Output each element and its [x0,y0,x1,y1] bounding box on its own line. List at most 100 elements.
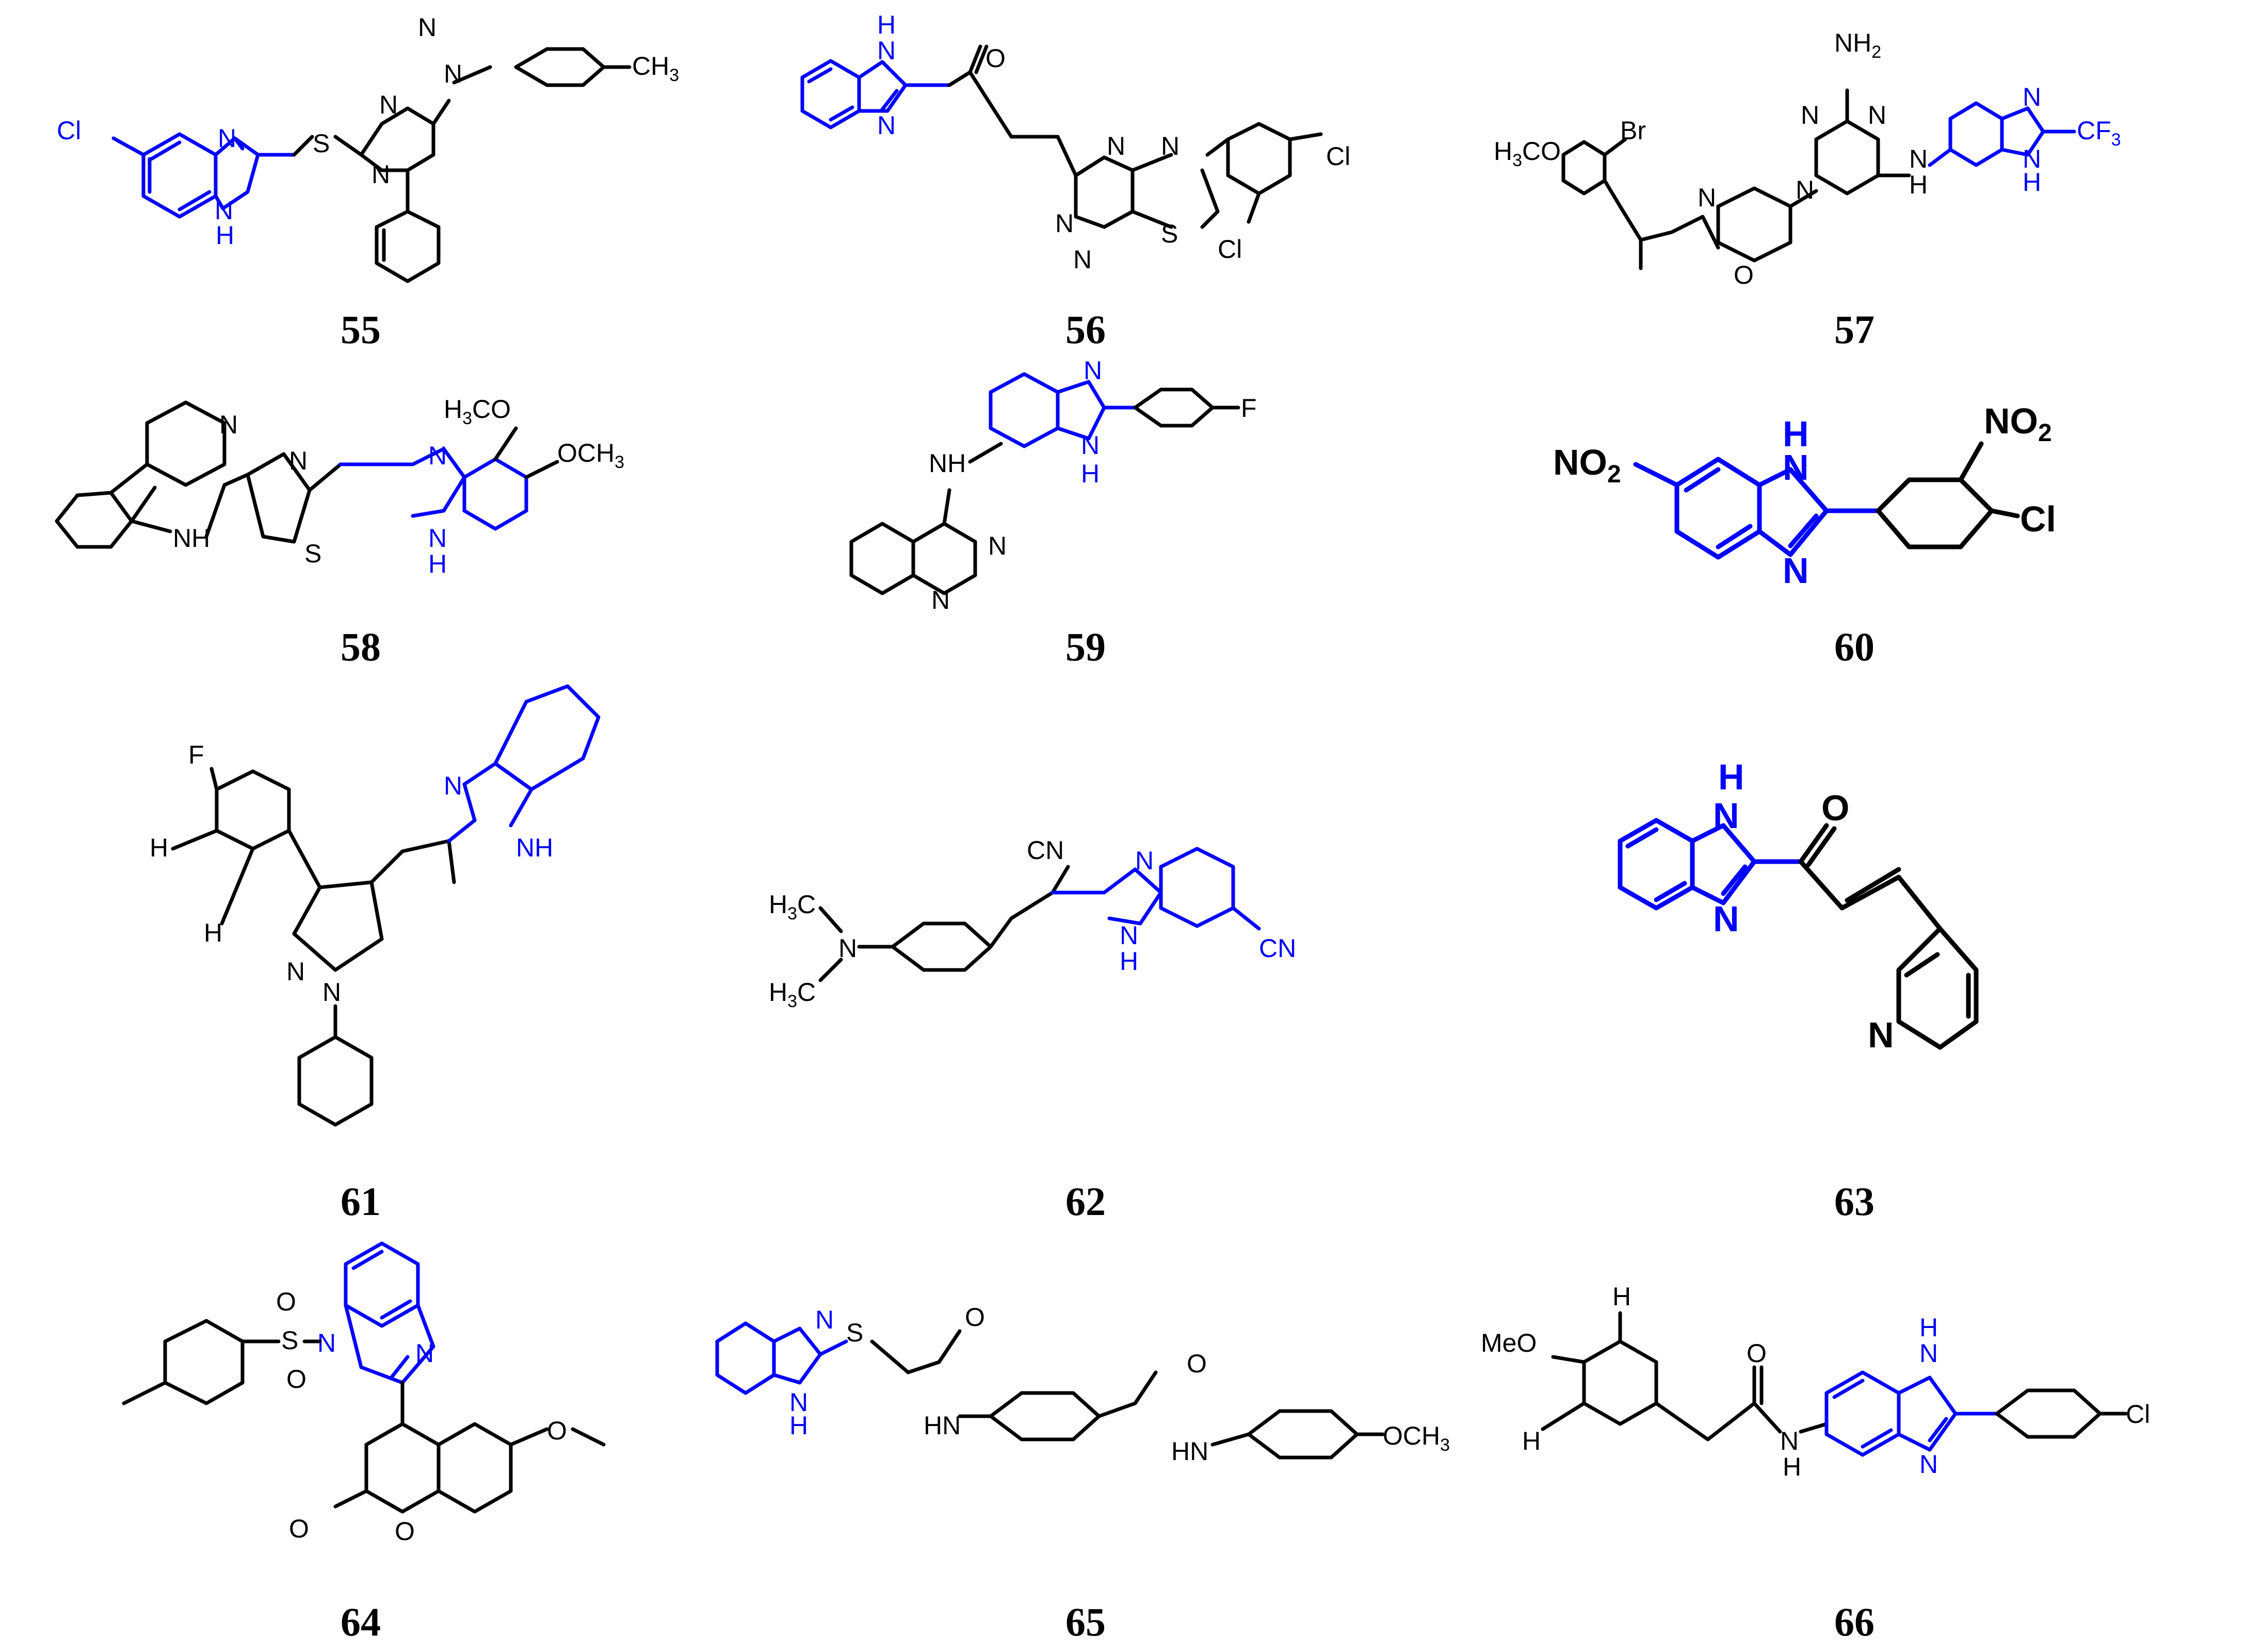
compound-id-55: 55 [341,307,381,352]
benzimidazole-scaffold-63 [1618,818,1803,911]
benzimidazole-nh-n-label: N [1081,431,1100,460]
benzimidazole-h-label: H [1919,1313,1938,1342]
compound-id-63: 63 [1834,1179,1875,1224]
lactone-ring-o-label: O [395,1517,415,1546]
ring-n-label: N [218,124,236,153]
compound-id-60: 60 [1834,624,1875,669]
benzimidazole-n1-label: N [815,1305,834,1334]
pyrazole-n1-label: N [286,957,305,986]
compound-id-59: 59 [1065,624,1106,669]
compound-66: MeO H H O N H H N N Cl 66 [1481,1282,2150,1644]
nitro-left-label: NO2 [1553,442,1621,488]
benzimidazole-n-label: N [1084,356,1102,385]
amine-nh2-label: NH2 [1834,28,1881,62]
thiazole-n-label: N [289,446,308,475]
benzimidazole-scaffold-61 [447,684,601,843]
nh-h-label: H [1783,414,1809,454]
sulfonyl-s-label: S [281,1326,298,1355]
nh-n-label: N [877,36,896,65]
triazole-n1-label: N [1107,132,1125,160]
benzimidazole-n-label: N [428,441,447,470]
hydrazine-n-label: N [418,13,437,42]
compound-64: N N S O O O O O 64 [122,1241,606,1644]
benzimidazole-scaffold-65 [715,1321,848,1395]
benzimidazole-n-label: N [1135,846,1154,875]
amide-n-label: N [1780,1427,1799,1455]
amide-hn2-label: HN [1171,1437,1208,1466]
amine-nh-label: NH [929,449,966,478]
h2-label: H [1522,1427,1541,1455]
benzimidazole-nh-n-label: N [1919,1339,1938,1368]
benzimidazole-nh-n-label: N [1120,921,1138,950]
compound-id-62: 62 [1065,1179,1106,1224]
nh-h-label: H [877,10,896,39]
quinazoline-n1-label: N [988,531,1007,560]
chloro-label: Cl [57,116,81,145]
compound-58: N NH N S H3CO OCH3 N N H 58 [55,395,624,669]
nitrile-2-label: CN [1259,934,1296,963]
thioether-s-label: S [846,1318,863,1347]
benzimidazole-nh-label: NH [516,833,553,862]
chloro-2-label: Cl [1218,235,1242,264]
thiadiazole-n2-label: N [1073,245,1092,274]
compound-id-66: 66 [1834,1599,1875,1644]
compound-59: NH N N N N H F 59 [849,356,1257,669]
benzimidazole-nh-h-label: H [428,549,447,578]
sulfur-label: S [1161,219,1178,248]
benzimidazole-nh-n-label: N [2023,144,2041,173]
methoxy-o-label: O [547,1416,567,1445]
pyridine-n-label: N [1868,1015,1894,1055]
amine-n-label: N [1909,144,1928,173]
ketone-o-label: O [1821,788,1849,828]
ketone-o-label: O [985,44,1006,73]
sulfonyl-o2-label: O [286,1365,306,1394]
pyrimidine-n2-label: N [371,160,390,189]
amide-o1-label: O [965,1303,985,1332]
imine-n-label: N [1713,899,1739,939]
imine-n-label: N [877,111,896,140]
imine-n-label: N [1783,550,1809,591]
compound-id-58: 58 [341,624,381,669]
benzimidazole-nh-h-label: H [1120,947,1138,976]
benzimidazole-n-label: N [1919,1450,1938,1479]
methoxy-1-label: H3CO [444,395,511,428]
h2-label: H [204,918,222,947]
thiadiazole-n1-label: N [1055,209,1074,238]
amide-hn1-label: HN [924,1411,961,1440]
nitro-right-label: NO2 [1984,401,2052,447]
quinazoline-n2-label: N [931,586,950,614]
carbonyl-o-label: O [289,1514,309,1543]
compound-56: H N N O N N N N S Cl Cl 56 [800,10,1350,352]
pyrimidine-n1-label: N [379,90,398,119]
fluoro-label: F [188,740,204,769]
benzimidazole-nh-n-label: N [428,524,447,553]
pyrimidine-n2-label: N [1868,101,1886,129]
benzimidazole-n2-label: N [789,1388,808,1417]
amide-o-label: O [1747,1339,1767,1368]
chloro-label: Cl [2126,1400,2150,1429]
benzimidazole-scaffold-57 [1928,101,2076,167]
compound-id-65: 65 [1065,1599,1106,1644]
triazole-n2-label: N [1161,132,1179,160]
h1-label: H [150,833,168,862]
nh-n-label: N [215,196,233,225]
compound-63: H N N O N 63 [1618,757,1979,1224]
carbonyl-o-label: O [1734,261,1754,289]
benzimidazole-n-label: N [444,771,462,800]
compound-60: NO2 H N N NO2 Cl 60 [1553,401,2056,669]
benzimidazole-scaffold-60 [1633,457,1881,560]
compound-id-57: 57 [1834,307,1875,352]
benzimidazole-n2-label: N [415,1339,434,1368]
h1-label: H [1612,1282,1631,1311]
pyrimidine-n1-label: N [1801,101,1819,129]
methoxy-2-label: OCH3 [557,439,624,472]
compound-57: Br H3CO NH2 N N N N O N H N CF3 N H 57 [1494,28,2121,352]
nh-h-label: H [1718,757,1744,797]
compound-id-56: 56 [1065,307,1106,352]
indole-nh-label: NH [173,524,210,553]
benzimidazole-scaffold-55 [111,132,296,219]
compound-65: N N H S O HN O HN OCH3 65 [715,1303,1450,1644]
piperazine-n1-label: N [1698,183,1716,212]
chloro-1-label: Cl [1326,142,1350,171]
